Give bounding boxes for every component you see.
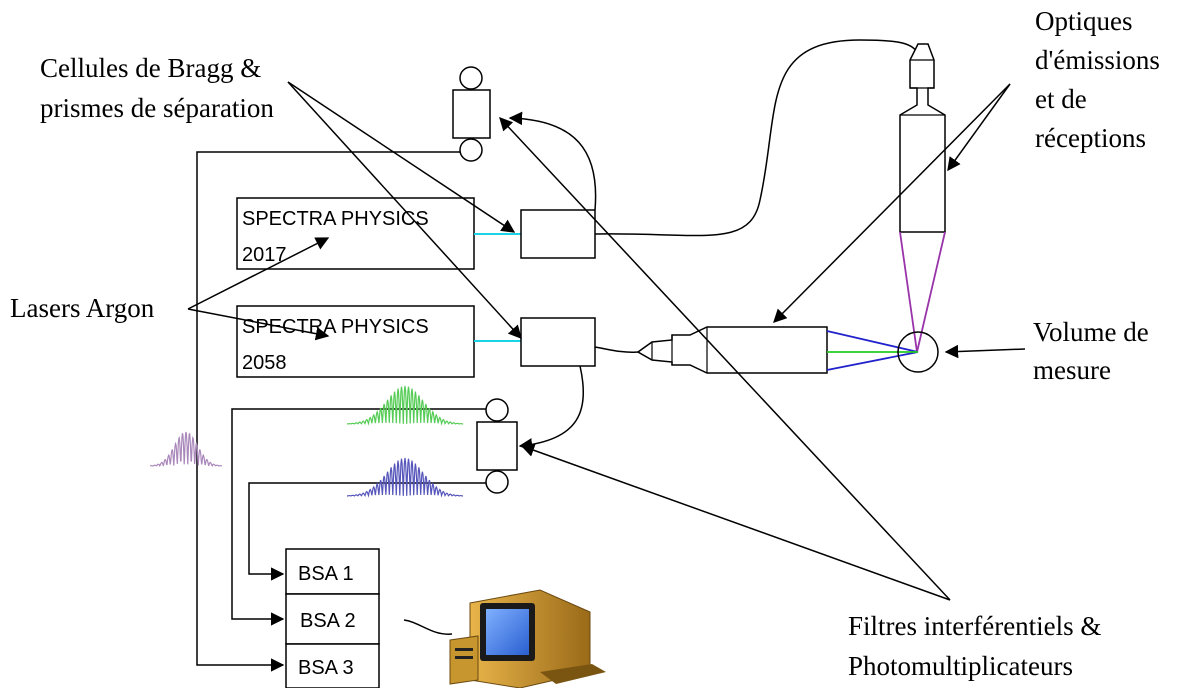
arrow-filters-to-pm-bottom [520, 443, 951, 601]
annotation-arrows [187, 81, 1026, 601]
arrow-filters-to-pm-top [499, 117, 951, 601]
laser-box-2058: SPECTRA PHYSICS 2058 [236, 305, 475, 378]
computer-icon [449, 589, 606, 688]
bsa-3-label: BSA 3 [298, 657, 354, 679]
arrow-bragg-to-cell-2 [287, 81, 522, 339]
doppler-burst-blue [346, 457, 464, 498]
fiber-to-pm-bottom [518, 365, 585, 452]
blue-beam-upper [826, 330, 919, 353]
wire-to-bsa-2 [231, 408, 486, 626]
label-lasers-argon: Lasers Argon [10, 293, 155, 323]
blue-beam-lower [826, 351, 919, 371]
laser-2017-line1: SPECTRA PHYSICS [242, 208, 429, 230]
arrow-lasers-to-2017 [187, 237, 330, 310]
bsa-3-box [285, 643, 380, 688]
wire-to-bsa-1 [248, 482, 486, 581]
bsa-2-label: BSA 2 [300, 610, 356, 632]
bsa-1-label: BSA 1 [298, 563, 354, 585]
label-optics-line3: et de [1035, 84, 1087, 114]
label-bragg-line2: prismes de séparation [40, 93, 274, 123]
bragg-cell-2 [520, 317, 596, 367]
laser-2058-line1: SPECTRA PHYSICS [242, 316, 429, 338]
label-optics-line2: d'émissions [1035, 45, 1160, 75]
bsa-stack: BSA 1 BSA 2 BSA 3 [285, 548, 380, 688]
arrow-volume [944, 344, 1026, 359]
arrow-optics-to-side [773, 83, 1011, 323]
doppler-burst-green [346, 385, 464, 426]
fiber-to-pm-top [508, 111, 597, 211]
arrow-lasers-to-2058 [187, 308, 330, 341]
label-volume-line1: Volume de [1033, 317, 1149, 347]
arrow-optics-to-top [947, 83, 1011, 172]
laser-box-2017: SPECTRA PHYSICS 2017 [236, 197, 475, 270]
label-filters-line2: Photomultiplicateurs [848, 651, 1073, 681]
laser-2058-line2: 2058 [242, 352, 287, 374]
photomultiplier-top [452, 66, 491, 162]
label-optics-line4: réceptions [1035, 123, 1146, 153]
fiber-to-side-probe [594, 346, 639, 353]
bragg-cell-1 [520, 209, 596, 259]
label-filters-line1: Filtres interférentiels & [848, 611, 1102, 641]
probe-side [636, 326, 828, 374]
photomultiplier-bottom [476, 398, 518, 494]
doppler-burst-purple [149, 431, 223, 467]
purple-beam-right [916, 231, 946, 353]
fiber-to-top-probe [594, 39, 921, 237]
arrow-bragg-to-cell-1 [287, 81, 516, 233]
label-optics-line1: Optiques [1035, 6, 1133, 36]
laser-2017-line2: 2017 [242, 244, 287, 266]
label-bragg-line1: Cellules de Bragg & [40, 53, 262, 83]
wire-to-bsa-3 [196, 151, 460, 672]
wire-to-computer [403, 619, 453, 635]
probe-top [899, 43, 946, 233]
bsa-2-box [285, 593, 380, 645]
measurement-volume [897, 331, 939, 373]
label-volume-line2: mesure [1033, 355, 1111, 385]
bsa-1-box [285, 548, 380, 595]
